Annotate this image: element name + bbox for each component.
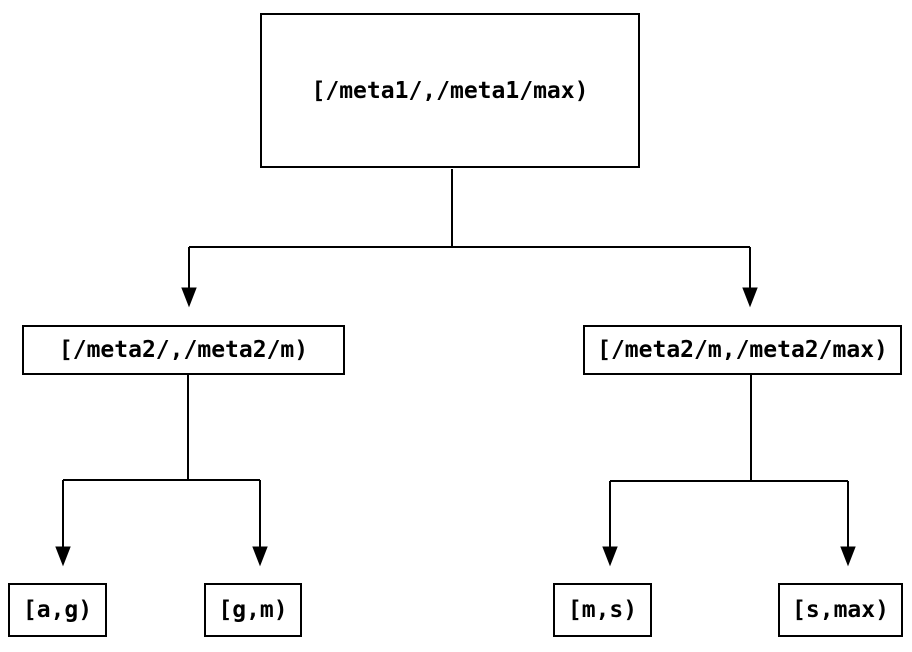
node-meta2-left: [/meta2/,/meta2/m): [22, 325, 345, 375]
arrowhead-icon: [181, 287, 197, 308]
edge-line: [609, 375, 849, 547]
node-leaf-ms: [m,s): [553, 583, 652, 637]
node-leaf-smax: [s,max): [778, 583, 903, 637]
node-leaf-ag-label: [a,g): [22, 597, 93, 623]
node-leaf-gm: [g,m): [204, 583, 302, 637]
node-leaf-gm-label: [g,m): [218, 597, 288, 623]
arrowhead-icon: [840, 546, 856, 567]
edge-meta2-right-fanout: [602, 375, 856, 567]
edge-meta2-left-fanout: [55, 375, 268, 567]
node-leaf-smax-label: [s,max): [792, 597, 889, 623]
node-leaf-ag: [a,g): [8, 583, 107, 637]
arrowhead-icon: [602, 546, 618, 567]
node-meta2-left-label: [/meta2/,/meta2/m): [58, 337, 309, 363]
arrowhead-icon: [742, 287, 758, 308]
node-leaf-ms-label: [m,s): [567, 597, 638, 623]
arrowhead-icon: [55, 546, 71, 567]
edge-line: [188, 169, 751, 288]
node-meta2-right-label: [/meta2/m,/meta2/max): [597, 337, 888, 363]
node-root-label: [/meta1/,/meta1/max): [311, 77, 589, 104]
edge-line: [62, 375, 261, 547]
arrowhead-icon: [252, 546, 268, 567]
edge-root-fanout: [181, 169, 758, 308]
node-root: [/meta1/,/meta1/max): [260, 13, 640, 168]
node-meta2-right: [/meta2/m,/meta2/max): [583, 325, 902, 375]
